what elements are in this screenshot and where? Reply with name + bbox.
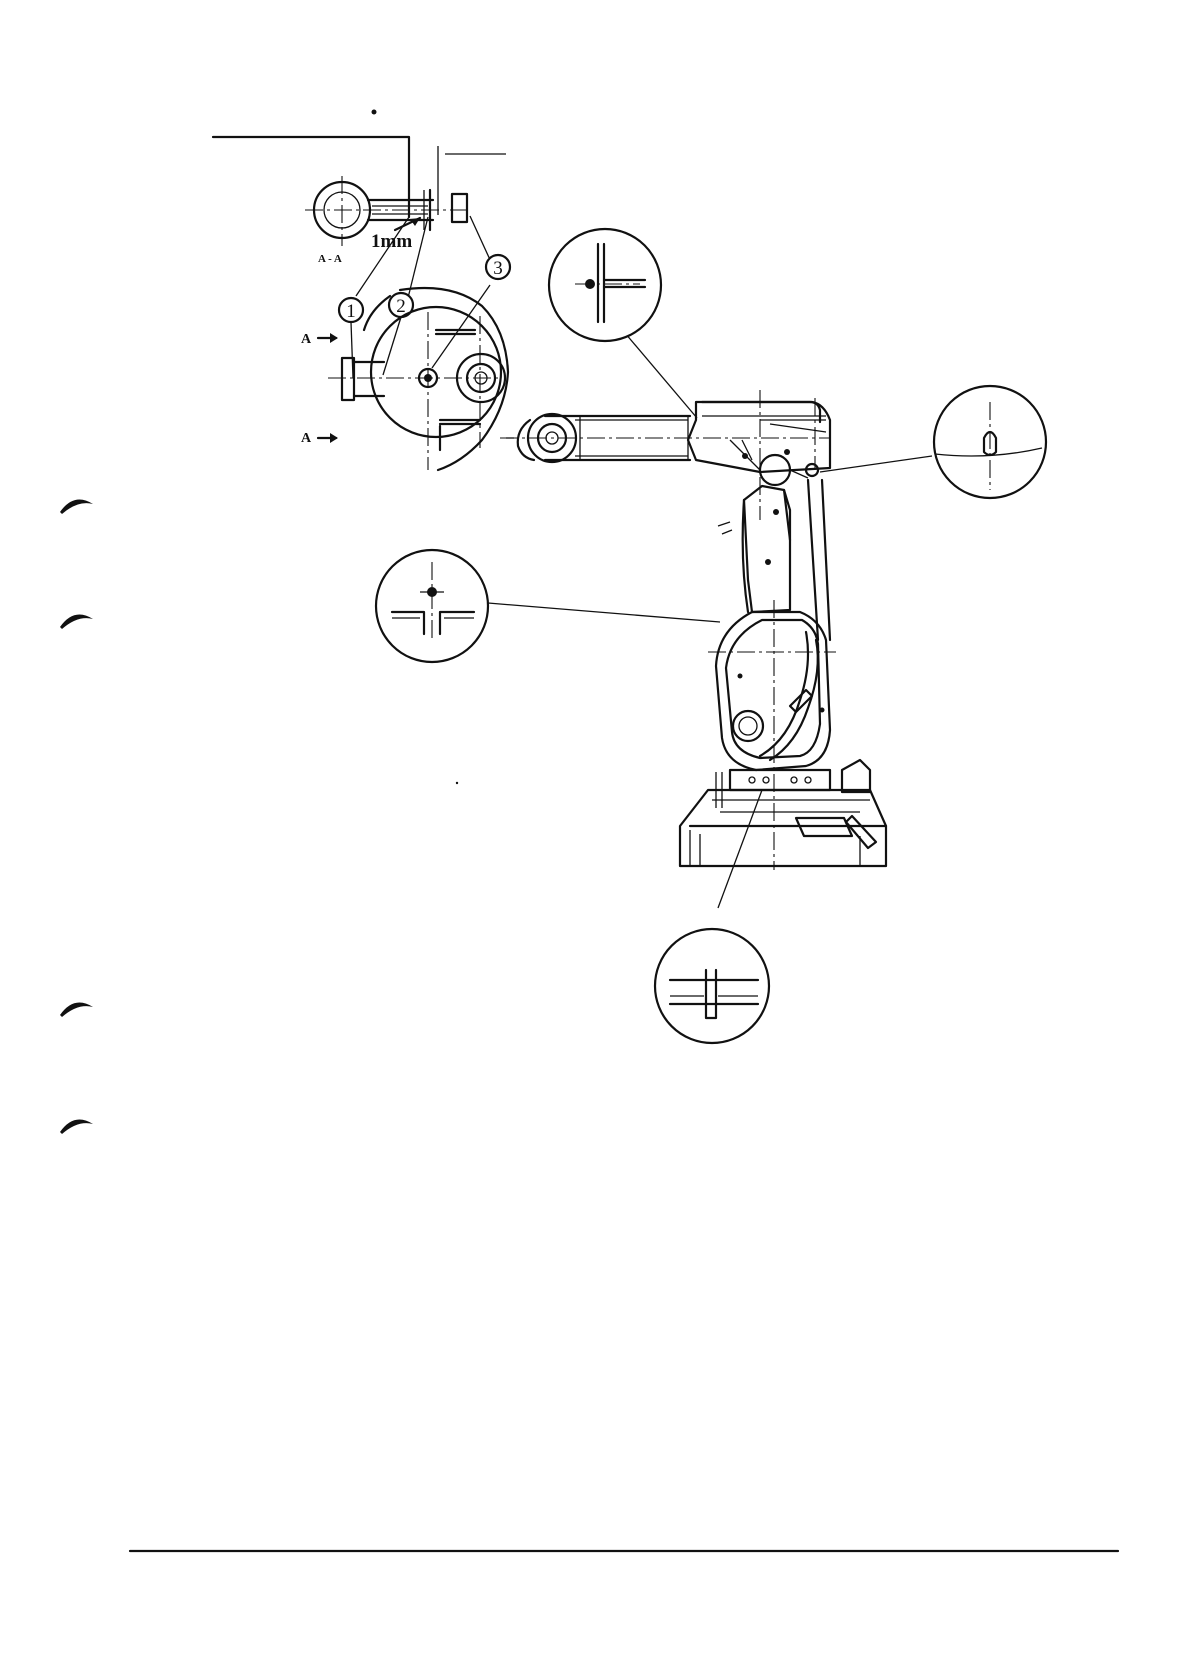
dimension-label: 1mm xyxy=(371,231,412,252)
section-label: A - A xyxy=(318,253,342,265)
section-arrow-a-bottom: A xyxy=(301,431,312,446)
mark-detail-circles xyxy=(376,229,1046,1043)
robot-arm xyxy=(500,390,886,870)
callout-3-label: 3 xyxy=(493,258,503,279)
callout-2-label: 2 xyxy=(396,296,406,317)
section-arrow-a-top: A xyxy=(301,332,312,347)
binder-hole-marks xyxy=(60,500,93,1135)
detail-circle-base xyxy=(655,929,769,1043)
wrist-detail-view: A - A 1mm 1 2 3 A A xyxy=(213,137,510,470)
callout-1-label: 1 xyxy=(346,301,356,322)
